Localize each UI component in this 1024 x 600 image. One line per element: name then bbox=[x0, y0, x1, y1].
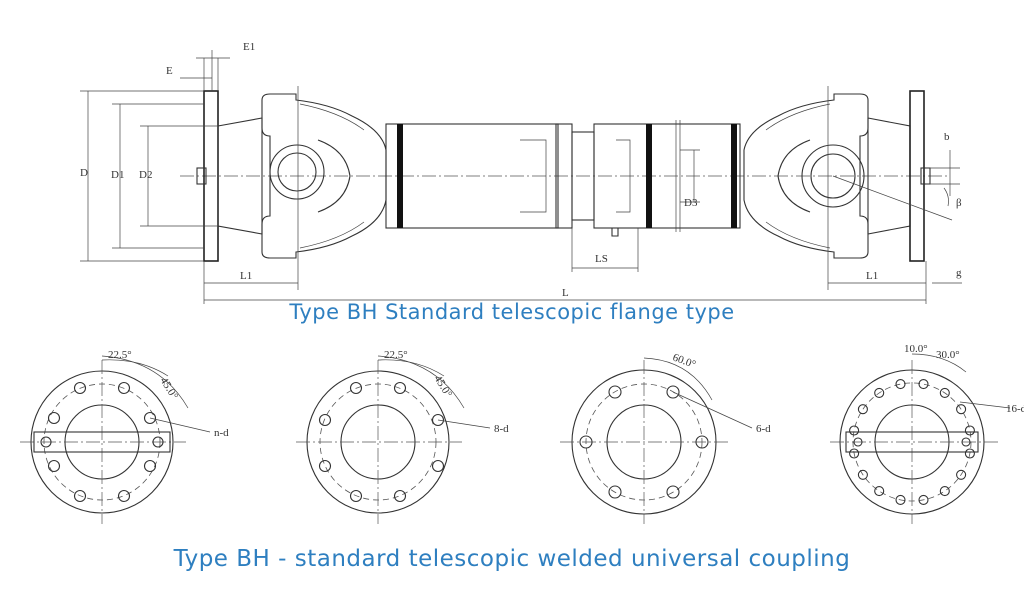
left-cross-bearing bbox=[269, 144, 325, 200]
flange-view-4: 10.0° 30.0° 16-d bbox=[830, 343, 1024, 524]
bolt-hole bbox=[964, 448, 975, 459]
right-yoke bbox=[743, 93, 869, 259]
dim-beta: β bbox=[956, 197, 962, 209]
side-view: E1 E D D1 D2 L1 LS L D3 L1 b β g bbox=[80, 41, 962, 304]
bolt-hole bbox=[874, 387, 885, 398]
bolt-hole bbox=[857, 404, 868, 415]
v2-angle-a: 22.5° bbox=[384, 349, 408, 361]
dim-g: g bbox=[956, 267, 962, 279]
spline-sleeve bbox=[385, 123, 559, 229]
left-yoke bbox=[261, 93, 387, 259]
v4-angle-b: 30.0° bbox=[936, 349, 960, 361]
spline-shaft bbox=[593, 123, 741, 229]
right-cross-bearing bbox=[801, 144, 865, 208]
bolt-hole bbox=[939, 486, 950, 497]
flange-view-1: 22.5° 45.0° n-d bbox=[20, 349, 229, 524]
flange-view-2: 22.5° 45.0° 8-d bbox=[296, 349, 509, 524]
dim-b: b bbox=[944, 131, 950, 143]
dim-L1-right: L1 bbox=[866, 270, 878, 282]
v1-holes: n-d bbox=[214, 427, 229, 439]
bolt-hole bbox=[849, 448, 860, 459]
right-flange-plate bbox=[909, 90, 925, 262]
dim-D3: D3 bbox=[684, 197, 698, 209]
v2-holes: 8-d bbox=[494, 423, 509, 435]
bolt-hole bbox=[939, 387, 950, 398]
bolt-hole bbox=[918, 379, 929, 390]
v1-angle-a: 22.5° bbox=[108, 349, 132, 361]
v2-angle-b: 45.0° bbox=[431, 373, 454, 399]
bolt-hole bbox=[849, 425, 860, 436]
v4-angle-a: 10.0° bbox=[904, 343, 928, 355]
dim-E1: E1 bbox=[243, 41, 255, 53]
flange-view-3: 60.0° 6-d bbox=[560, 352, 771, 524]
v4-holes-label: 16-d bbox=[1006, 403, 1024, 415]
dim-L1-left: L1 bbox=[240, 270, 252, 282]
dim-LS: LS bbox=[595, 253, 608, 265]
bolt-hole bbox=[895, 379, 906, 390]
dim-D1: D1 bbox=[111, 169, 124, 181]
dim-D2: D2 bbox=[139, 169, 152, 181]
caption-top: Type BH Standard telescopic flange type bbox=[289, 300, 735, 324]
bolt-hole bbox=[964, 425, 975, 436]
bolt-hole bbox=[895, 494, 906, 505]
bolt-hole bbox=[956, 404, 967, 415]
v3-angle-a: 60.0° bbox=[671, 352, 697, 371]
dim-L: L bbox=[562, 287, 569, 299]
dim-D: D bbox=[80, 167, 88, 179]
v3-holes: 6-d bbox=[756, 423, 771, 435]
v4-bolt-holes bbox=[849, 379, 975, 505]
bolt-hole bbox=[918, 494, 929, 505]
bolt-hole bbox=[956, 469, 967, 480]
dim-E: E bbox=[166, 65, 173, 77]
caption-bottom: Type BH - standard telescopic welded uni… bbox=[173, 546, 851, 572]
bolt-hole bbox=[857, 469, 868, 480]
v1-angle-b: 45.0° bbox=[157, 375, 180, 401]
bolt-hole bbox=[874, 486, 885, 497]
